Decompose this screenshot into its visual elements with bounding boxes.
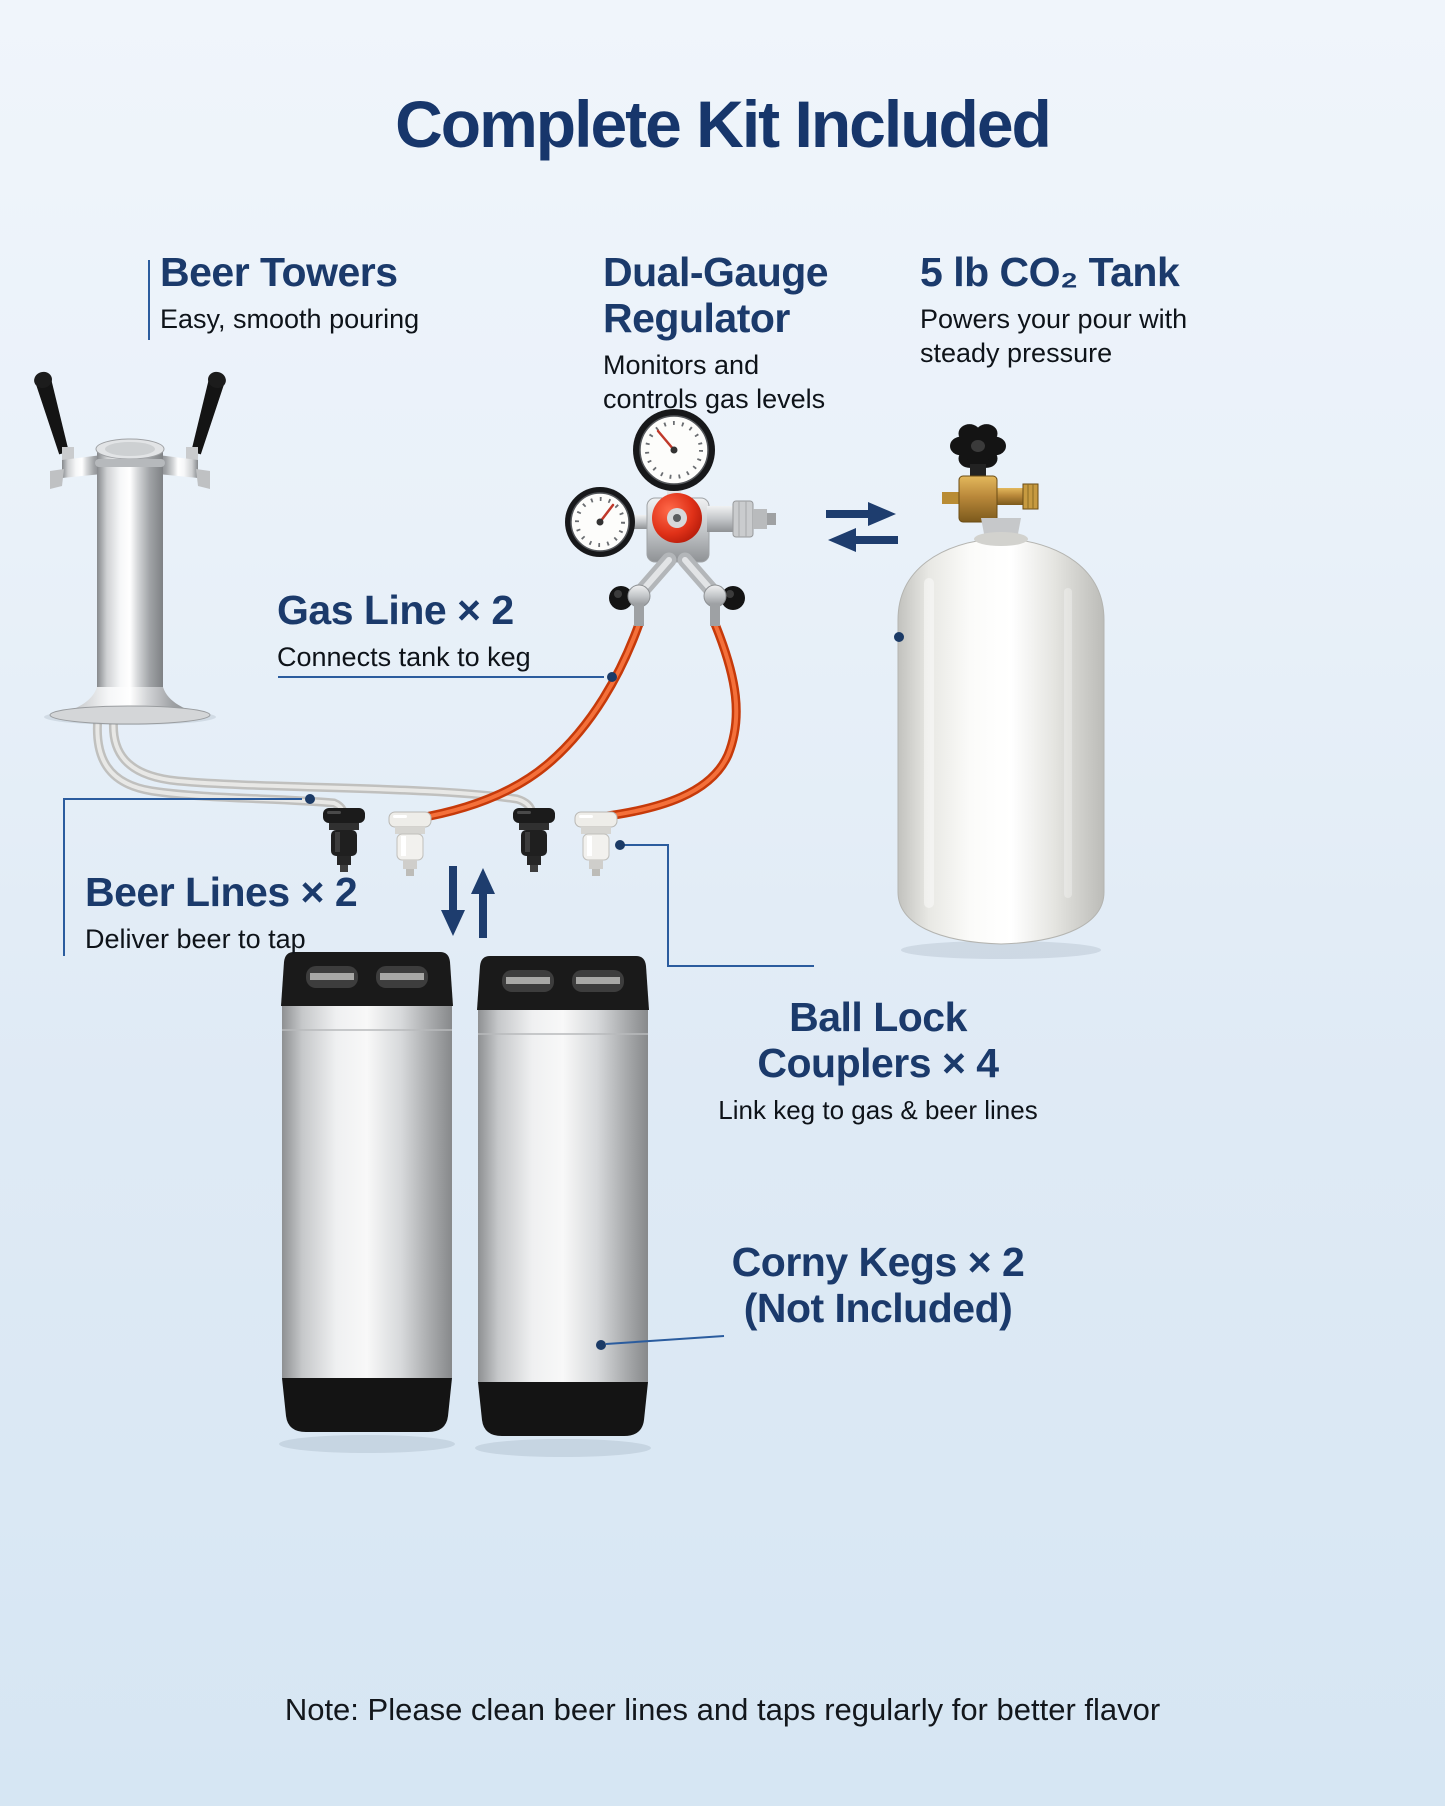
footer-note: Note: Please clean beer lines and taps r…: [284, 1692, 1161, 1727]
beer-lines-anchor-dot: [305, 794, 315, 804]
gas-line-title: Gas Line × 2: [277, 587, 514, 633]
ball-lock-title: Ball Lock Couplers × 4: [757, 994, 999, 1086]
ball-lock-subtitle: Link keg to gas & beer lines: [718, 1094, 1038, 1125]
tank-handwheel-icon: [950, 424, 1006, 468]
top-gauge-icon: [633, 409, 715, 491]
co2-tank-image: [878, 408, 1123, 963]
co2-tank-subtitle: Powers your pour with steady pressure: [920, 303, 1188, 368]
beer-towers-title: Beer Towers: [160, 249, 398, 295]
corny-kegs-title: Corny Kegs × 2 (Not Included): [731, 1239, 1025, 1331]
beer-towers-label: Beer Towers Easy, smooth pouring: [160, 249, 480, 337]
page-title: Complete Kit Included: [395, 87, 1052, 161]
ball-lock-coupler-white-2: [570, 810, 622, 878]
ball-lock-coupler-white-1: [384, 810, 436, 878]
ball-lock-coupler-black-1: [318, 806, 370, 874]
beer-towers-subtitle: Easy, smooth pouring: [160, 303, 420, 334]
gas-line-subtitle: Connects tank to keg: [277, 641, 531, 672]
flow-arrows-icon: [441, 866, 495, 938]
corny-kegs-label: Corny Kegs × 2 (Not Included): [698, 1239, 1058, 1332]
beer-tower-image: [12, 365, 247, 727]
regulator-image: [555, 398, 825, 643]
corny-kegs-image: [268, 942, 680, 1458]
side-gauge-icon: [565, 487, 635, 557]
co2-tank-label: 5 lb CO₂ Tank Powers your pour with stea…: [920, 249, 1250, 370]
regulator-subtitle: Monitors and controls gas levels: [603, 349, 826, 414]
beer-line-tubes: [92, 711, 537, 820]
regulator-label: Dual-Gauge Regulator Monitors and contro…: [603, 249, 903, 416]
beer-lines-subtitle: Deliver beer to tap: [85, 923, 306, 954]
beer-lines-title: Beer Lines × 2: [85, 869, 358, 915]
co2-tank-title: 5 lb CO₂ Tank: [920, 249, 1180, 295]
beer-lines-label: Beer Lines × 2 Deliver beer to tap: [85, 869, 425, 957]
regulator-title: Dual-Gauge Regulator: [603, 249, 829, 341]
gas-line-label: Gas Line × 2 Connects tank to keg: [277, 587, 637, 675]
ball-lock-coupler-black-2: [508, 806, 560, 874]
ball-lock-label: Ball Lock Couplers × 4 Link keg to gas &…: [708, 994, 1048, 1126]
